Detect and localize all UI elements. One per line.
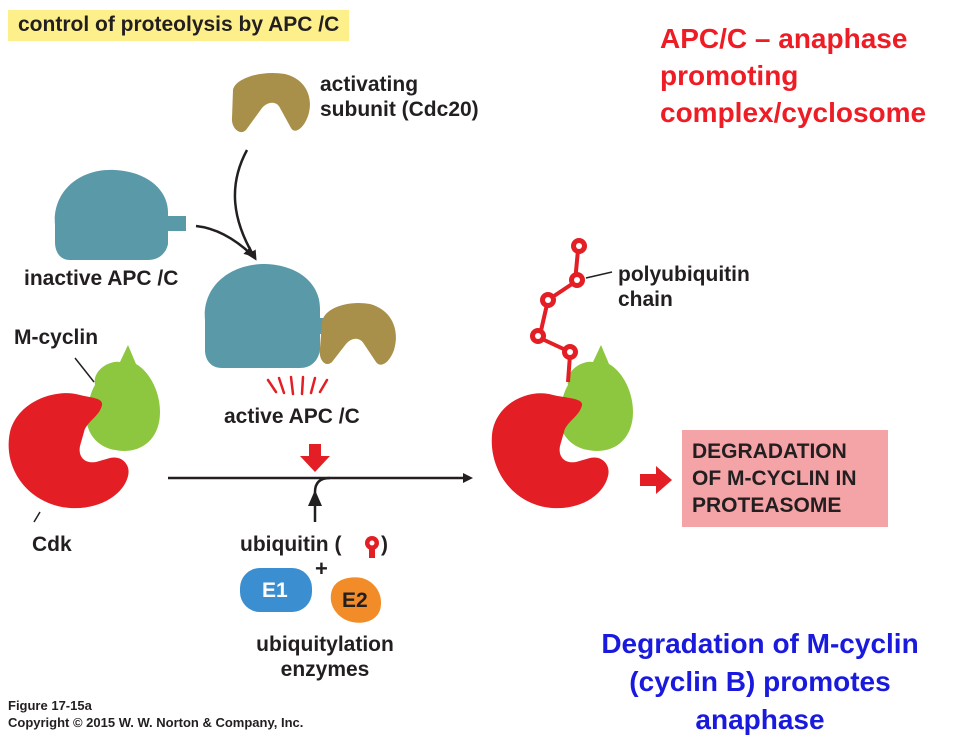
red-right-arrow	[640, 466, 672, 494]
ubiquitin-label-close: )	[381, 533, 388, 556]
e1-enzyme-shape	[240, 568, 312, 612]
diagram-title: control of proteolysis by APC /C	[8, 10, 350, 41]
degradation-line-3: PROTEASOME	[692, 494, 842, 517]
activating-subunit-label: activating subunit (Cdc20)	[320, 73, 479, 121]
inactive-apc-shape	[54, 169, 186, 260]
m-cyclin-shape	[86, 345, 160, 451]
e2-enzyme-shape	[330, 577, 382, 623]
active-apc-body-shape	[204, 264, 338, 368]
degradation-line-2: OF M-CYCLIN IN	[692, 467, 857, 490]
inactive-apc-label: inactive APC /C	[24, 267, 179, 290]
copyright-notice: Copyright © 2015 W. W. Norton & Company,…	[8, 715, 304, 730]
polyubiquitin-pointer	[585, 271, 613, 279]
ubiquitin-label: ubiquitin (	[240, 533, 342, 556]
red-down-arrow	[300, 444, 330, 472]
apc-note-line-2: promoting	[660, 60, 799, 91]
degradation-box: DEGRADATION OF M-CYCLIN IN PROTEASOME	[682, 430, 888, 527]
degradation-line-1: DEGRADATION	[692, 440, 847, 463]
anaphase-note-line-2: (cyclin B) promotes	[629, 666, 891, 697]
figure-caption: Figure 17-15a Copyright © 2015 W. W. Nor…	[8, 697, 303, 731]
apc-note-line-3: complex/cyclosome	[660, 97, 927, 128]
figure-number: Figure 17-15a	[8, 698, 92, 713]
anaphase-note-line-3: anaphase	[695, 704, 825, 735]
active-apc-cdc20-shape	[319, 302, 396, 365]
cdc20-subunit-shape	[231, 72, 310, 133]
polyubiquitin-chain	[530, 238, 587, 383]
apc-note-line-1: APC/C – anaphase	[660, 23, 908, 54]
plus-sign: +	[315, 556, 328, 581]
polyubiquitin-chain-label: polyubiquitin chain	[618, 263, 750, 311]
apc-activation-arrow	[195, 224, 255, 258]
m-cyclin-pointer	[74, 357, 95, 383]
cdk-shape	[8, 393, 129, 509]
cdk-pointer	[33, 511, 41, 523]
e2-label: E2	[342, 589, 368, 612]
ubiquitin-icon	[365, 536, 379, 558]
apc-activity-ticks	[266, 375, 329, 396]
anaphase-note-line-1: Degradation of M-cyclin	[601, 628, 919, 659]
ubiquitylation-enzymes-label: ubiquitylation enzymes	[256, 633, 394, 681]
m-cyclin-label: M-cyclin	[14, 326, 99, 349]
anaphase-note: Degradation of M-cyclin (cyclin B) promo…	[560, 625, 960, 739]
right-cdk-shape	[491, 393, 609, 509]
active-apc-label: active APC /C	[224, 405, 360, 428]
cdk-label: Cdk	[32, 533, 72, 556]
right-m-cyclin-shape	[559, 345, 633, 451]
e1-label: E1	[262, 579, 288, 602]
apc-definition-note: APC/C – anaphase promoting complex/cyclo…	[660, 20, 926, 131]
cdc20-binding-arrow	[233, 149, 257, 261]
